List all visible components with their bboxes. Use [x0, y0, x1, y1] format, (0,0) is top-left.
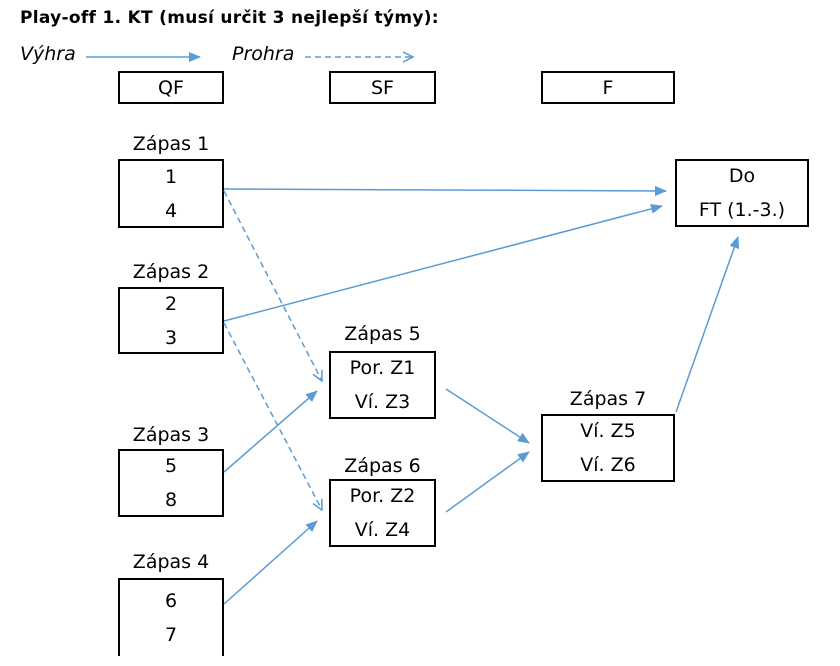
match-5-team-b: Ví. Z3: [354, 391, 411, 413]
match-6-team-a: Por. Z2: [349, 485, 416, 507]
arrow-z4-to-z6: [223, 520, 318, 605]
arrow-z7-to-final: [675, 236, 740, 413]
match-5-box: Por. Z1 Ví. Z3: [329, 351, 436, 419]
match-3-team-b: 8: [164, 489, 178, 511]
match-3-box: 5 8: [118, 449, 224, 517]
arrow-z6-to-z7: [445, 451, 530, 513]
legend-loss-label: Prohra: [232, 43, 295, 65]
match-2-team-a: 2: [164, 292, 178, 315]
match-7-team-a: Ví. Z5: [580, 420, 636, 442]
match-5-label: Zápas 5: [344, 323, 421, 345]
match-2-team-b: 3: [164, 326, 178, 349]
match-1-team-a: 1: [164, 165, 178, 188]
legend-win-label: Výhra: [20, 43, 76, 65]
stage-qf-label: QF: [158, 76, 184, 99]
match-1-team-b: 4: [164, 199, 178, 222]
match-5-team-a: Por. Z1: [349, 357, 416, 379]
arrow-z2-loser-to-z6: [223, 322, 322, 510]
match-2-box: 2 3: [118, 287, 224, 354]
match-4-label: Zápas 4: [132, 551, 210, 573]
match-3-label: Zápas 3: [132, 424, 210, 446]
final-box-line-1: Do: [728, 165, 756, 187]
match-1-box: 1 4: [118, 159, 224, 228]
match-2-label: Zápas 2: [132, 261, 210, 283]
match-1-label: Zápas 1: [132, 133, 210, 155]
match-6-label: Zápas 6: [344, 455, 421, 477]
match-4-team-b: 7: [164, 624, 178, 646]
final-box: Do FT (1.-3.): [675, 159, 809, 227]
stage-sf: SF: [329, 71, 436, 104]
match-3-team-a: 5: [164, 455, 178, 477]
stage-qf: QF: [118, 71, 224, 104]
stage-f: F: [541, 71, 675, 104]
stage-sf-label: SF: [371, 76, 394, 99]
arrow-z1-to-final: [223, 185, 667, 196]
arrow-z2-to-final: [223, 203, 663, 322]
match-4-team-a: 6: [164, 590, 178, 612]
match-7-label: Zápas 7: [569, 388, 647, 410]
arrow-z5-to-z7: [445, 388, 530, 444]
match-4-box: 6 7: [118, 578, 224, 656]
match-6-team-b: Ví. Z4: [354, 519, 411, 541]
final-box-line-2: FT (1.-3.): [698, 199, 786, 221]
diagram-title: Play-off 1. KT (musí určit 3 nejlepší tý…: [20, 8, 439, 28]
arrow-z1-loser-to-z5: [223, 190, 322, 381]
match-7-team-b: Ví. Z6: [580, 454, 636, 476]
match-7-box: Ví. Z5 Ví. Z6: [541, 414, 675, 482]
stage-f-label: F: [602, 76, 614, 99]
match-6-box: Por. Z2 Ví. Z4: [329, 479, 436, 547]
arrow-z3-to-z5: [223, 390, 318, 473]
